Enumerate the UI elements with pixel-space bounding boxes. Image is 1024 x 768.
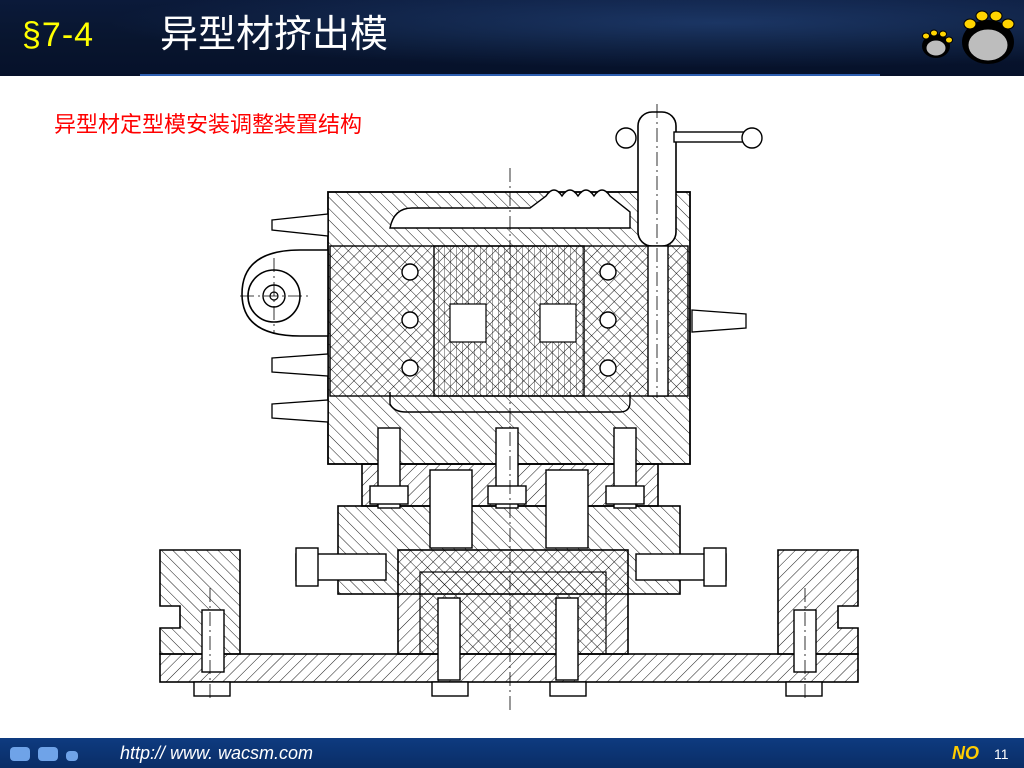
drawing-subtitle: 异型材定型模安装调整装置结构: [54, 113, 363, 138]
slide-header: §7-4 异型材挤出模: [0, 0, 1024, 76]
slide-footer: http:// www. wacsm.com NO 11: [0, 738, 1024, 768]
footer-url[interactable]: http:// www. wacsm.com: [120, 743, 314, 763]
footer-dot-icon: [66, 751, 78, 761]
header-glow: [0, 0, 1024, 76]
die-assembly-drawing: [159, 104, 859, 710]
section-number: §7-4: [22, 16, 95, 54]
footer-dot-icon: [10, 747, 30, 761]
footer-decoration: [10, 746, 86, 765]
page-number: 11: [994, 746, 1009, 762]
no-label: NO: [952, 743, 979, 763]
slide-title: 异型材挤出模: [160, 12, 389, 56]
paw-logo-icon: [922, 10, 1015, 64]
footer-dot-icon: [38, 747, 58, 761]
header-underline: [140, 74, 880, 76]
